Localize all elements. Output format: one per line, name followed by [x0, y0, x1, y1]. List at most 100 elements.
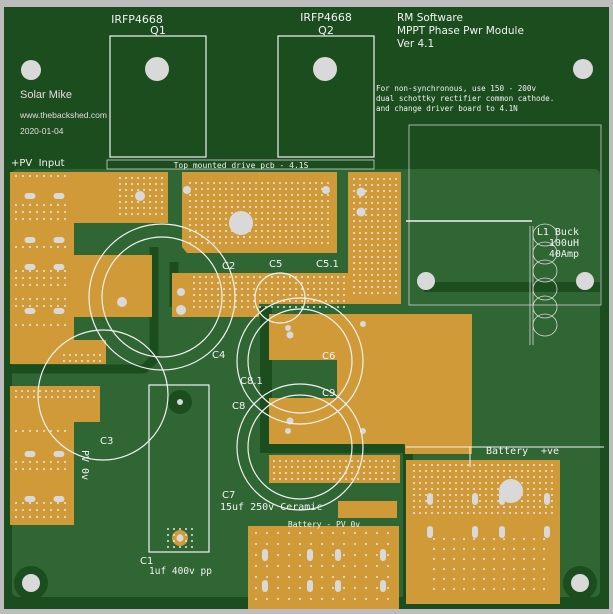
- via: [261, 194, 263, 196]
- via: [383, 208, 385, 210]
- via: [297, 224, 299, 226]
- via: [283, 276, 285, 278]
- via: [383, 268, 385, 270]
- via: [283, 288, 285, 290]
- via: [371, 202, 373, 204]
- via: [195, 224, 197, 226]
- via: [303, 200, 305, 202]
- via: [43, 461, 45, 463]
- via: [449, 488, 451, 490]
- via: [387, 576, 389, 578]
- via: [167, 540, 169, 542]
- via: [539, 464, 541, 466]
- via: [63, 354, 65, 356]
- via: [15, 516, 17, 518]
- via: [309, 466, 311, 468]
- via: [231, 212, 233, 214]
- via: [333, 466, 335, 468]
- via: [353, 202, 355, 204]
- via: [279, 230, 281, 232]
- via: [337, 294, 339, 296]
- via: [273, 206, 275, 208]
- via: [551, 506, 553, 508]
- via: [207, 224, 209, 226]
- via: [137, 213, 139, 215]
- battery-positive-label: +ve: [541, 446, 559, 457]
- via: [219, 194, 221, 196]
- via: [315, 460, 317, 462]
- via: [309, 242, 311, 244]
- via: [81, 390, 83, 392]
- via: [137, 183, 139, 185]
- via: [22, 509, 24, 511]
- via: [279, 194, 281, 196]
- via: [279, 212, 281, 214]
- via: [425, 506, 427, 508]
- via: [315, 472, 317, 474]
- via: [303, 212, 305, 214]
- via: [99, 354, 101, 356]
- via: [225, 182, 227, 184]
- via: [22, 298, 24, 300]
- via: [237, 194, 239, 196]
- via: [241, 306, 243, 308]
- via: [359, 280, 361, 282]
- via: [247, 276, 249, 278]
- via: [491, 488, 493, 490]
- via: [365, 262, 367, 264]
- via: [273, 236, 275, 238]
- via: [389, 178, 391, 180]
- via: [223, 282, 225, 284]
- via: [249, 236, 251, 238]
- via: [325, 276, 327, 278]
- via: [353, 262, 355, 264]
- via: [453, 558, 455, 560]
- via: [443, 558, 445, 560]
- via: [395, 244, 397, 246]
- via: [395, 184, 397, 186]
- via: [359, 196, 361, 198]
- via: [259, 300, 261, 302]
- via: [509, 464, 511, 466]
- via: [253, 306, 255, 308]
- via: [225, 230, 227, 232]
- via: [50, 270, 52, 272]
- via: [243, 236, 245, 238]
- via: [267, 224, 269, 226]
- via: [359, 178, 361, 180]
- via: [50, 305, 52, 307]
- via: [285, 212, 287, 214]
- via: [137, 189, 139, 191]
- via: [503, 506, 505, 508]
- q1-part-label: IRFP4668: [111, 13, 163, 26]
- via: [395, 280, 397, 282]
- via: [255, 218, 257, 220]
- via: [376, 598, 378, 600]
- via: [343, 306, 345, 308]
- author-date: 2020-01-04: [20, 126, 64, 136]
- via: [219, 224, 221, 226]
- via: [213, 212, 215, 214]
- via: [315, 212, 317, 214]
- via: [315, 182, 317, 184]
- via: [149, 195, 151, 197]
- via: [473, 538, 475, 540]
- via: [29, 502, 31, 504]
- via: [189, 230, 191, 232]
- via: [43, 509, 45, 511]
- via: [327, 242, 329, 244]
- via: [173, 528, 175, 530]
- via: [255, 224, 257, 226]
- via: [207, 200, 209, 202]
- via: [161, 213, 163, 215]
- via: [213, 218, 215, 220]
- via: [289, 306, 291, 308]
- via: [483, 538, 485, 540]
- via: [64, 461, 66, 463]
- via: [301, 282, 303, 284]
- via: [389, 292, 391, 294]
- via: [247, 306, 249, 308]
- via: [339, 460, 341, 462]
- via: [119, 213, 121, 215]
- via: [527, 512, 529, 514]
